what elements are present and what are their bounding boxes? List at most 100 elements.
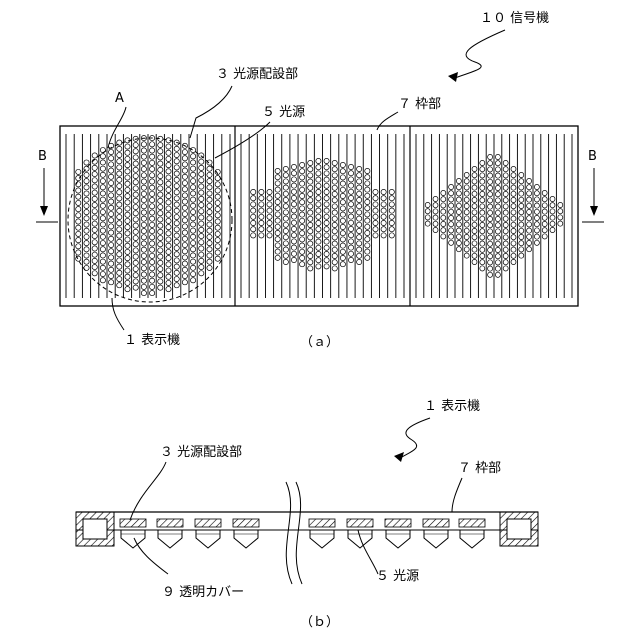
led bbox=[472, 204, 477, 209]
led bbox=[511, 222, 516, 227]
led bbox=[316, 165, 321, 170]
led bbox=[291, 177, 296, 182]
led bbox=[190, 166, 195, 171]
led bbox=[174, 183, 179, 188]
led bbox=[340, 262, 345, 267]
led bbox=[381, 189, 386, 194]
display-panel-3 bbox=[416, 134, 572, 298]
led bbox=[511, 247, 516, 252]
led bbox=[267, 214, 272, 219]
led bbox=[259, 214, 264, 219]
led bbox=[92, 227, 97, 232]
region-a-label: A bbox=[115, 91, 124, 106]
led bbox=[199, 227, 204, 232]
led bbox=[558, 215, 563, 220]
led bbox=[199, 165, 204, 170]
light-source-mount bbox=[309, 519, 335, 527]
led bbox=[542, 203, 547, 208]
led bbox=[182, 261, 187, 266]
led bbox=[324, 202, 329, 207]
led bbox=[324, 171, 329, 176]
led bbox=[441, 209, 446, 214]
led bbox=[166, 187, 171, 192]
led bbox=[495, 216, 500, 221]
led bbox=[190, 253, 195, 258]
led bbox=[449, 228, 454, 233]
led bbox=[324, 158, 329, 163]
led bbox=[348, 220, 353, 225]
led bbox=[324, 264, 329, 269]
led bbox=[348, 257, 353, 262]
led bbox=[125, 181, 130, 186]
led bbox=[542, 209, 547, 214]
led bbox=[472, 253, 477, 258]
led bbox=[324, 251, 329, 256]
led bbox=[108, 162, 113, 167]
led bbox=[324, 214, 329, 219]
led bbox=[389, 208, 394, 213]
led bbox=[133, 142, 138, 147]
led bbox=[348, 183, 353, 188]
led bbox=[100, 253, 105, 258]
led bbox=[100, 166, 105, 171]
led bbox=[464, 216, 469, 221]
led bbox=[291, 257, 296, 262]
led bbox=[259, 227, 264, 232]
led bbox=[495, 235, 500, 240]
led bbox=[100, 191, 105, 196]
led bbox=[108, 168, 113, 173]
led bbox=[275, 193, 280, 198]
led bbox=[456, 191, 461, 196]
led bbox=[283, 228, 288, 233]
led bbox=[141, 259, 146, 264]
led bbox=[133, 223, 138, 228]
led bbox=[332, 222, 337, 227]
led bbox=[332, 173, 337, 178]
light-source-label-b: ５ 光源 bbox=[376, 569, 419, 584]
led bbox=[340, 249, 345, 254]
led bbox=[324, 196, 329, 201]
led bbox=[495, 229, 500, 234]
led bbox=[92, 184, 97, 189]
led bbox=[275, 224, 280, 229]
led bbox=[141, 253, 146, 258]
led bbox=[511, 197, 516, 202]
transparent-cover bbox=[460, 530, 484, 548]
led bbox=[332, 235, 337, 240]
light-source-mount-label: ３ 光源配設部 bbox=[216, 66, 298, 82]
led bbox=[389, 214, 394, 219]
led bbox=[511, 228, 516, 233]
led bbox=[190, 191, 195, 196]
led bbox=[125, 194, 130, 199]
light-source-label: ５ 光源 bbox=[262, 105, 305, 120]
led bbox=[324, 258, 329, 263]
led bbox=[141, 228, 146, 233]
led bbox=[141, 173, 146, 178]
led bbox=[503, 173, 508, 178]
led bbox=[141, 290, 146, 295]
led bbox=[324, 245, 329, 250]
led bbox=[92, 246, 97, 251]
led bbox=[519, 210, 524, 215]
led bbox=[190, 271, 195, 276]
led bbox=[158, 248, 163, 253]
led bbox=[207, 179, 212, 184]
led bbox=[76, 169, 81, 174]
led bbox=[365, 237, 370, 242]
led bbox=[550, 227, 555, 232]
led bbox=[558, 202, 563, 207]
led bbox=[332, 260, 337, 265]
led bbox=[182, 199, 187, 204]
led bbox=[149, 235, 154, 240]
led bbox=[158, 161, 163, 166]
led bbox=[534, 222, 539, 227]
led bbox=[182, 180, 187, 185]
led bbox=[76, 225, 81, 230]
led bbox=[300, 255, 305, 260]
break-line-2 bbox=[296, 482, 302, 584]
led bbox=[503, 247, 508, 252]
led bbox=[117, 196, 122, 201]
led bbox=[190, 234, 195, 239]
led bbox=[308, 167, 313, 172]
led bbox=[149, 191, 154, 196]
